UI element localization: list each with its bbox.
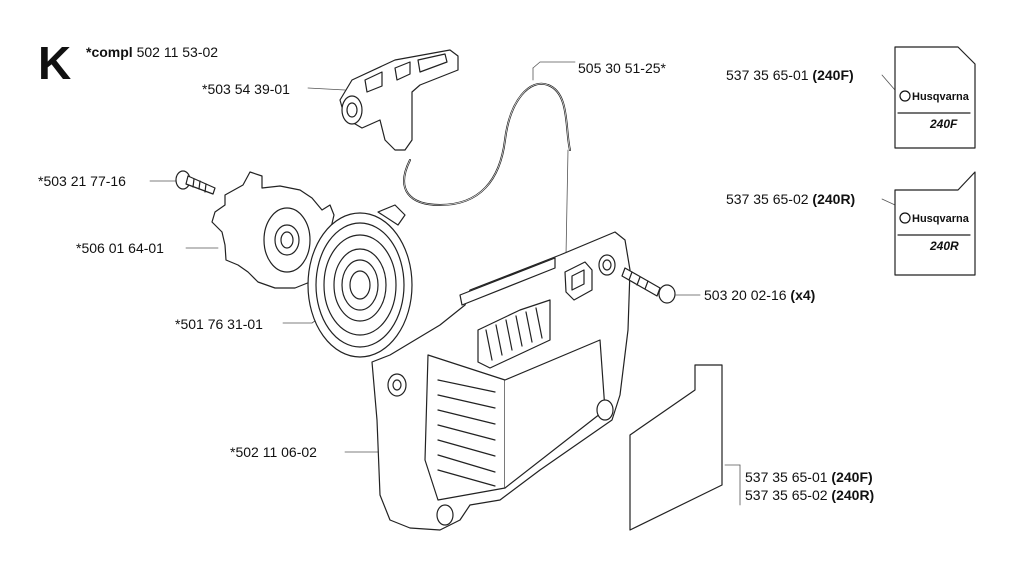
decal-brand-f: Husqvarna (912, 91, 970, 103)
label-decal-r: 537 35 65-02 (240R) (726, 191, 855, 207)
starter-cord (403, 82, 571, 206)
decal-card-240f (894, 46, 976, 149)
label-screw-small: *503 21 77-16 (38, 173, 126, 189)
label-screw-cover: 503 20 02-16 (x4) (704, 287, 815, 303)
label-cord: 505 30 51-25* (578, 60, 666, 76)
section-letter: K (38, 37, 72, 89)
cover-screw (621, 267, 676, 304)
filter-sheet (629, 364, 723, 531)
assembly-prefix: *compl (86, 44, 133, 60)
decal-brand-r: Husqvarna (912, 213, 970, 225)
label-decal-f: 537 35 65-01 (240F) (726, 67, 854, 83)
decal-model-f: 240F (929, 117, 958, 131)
pawl-pulley (211, 171, 335, 289)
label-filter-f: 537 35 65-01 (240F) (745, 469, 873, 485)
decal-r-model: (240R) (812, 191, 856, 207)
decal-r-number: 537 35 65-02 (726, 191, 809, 207)
decal-f-number: 537 35 65-01 (726, 67, 809, 83)
starter-handle (339, 49, 459, 151)
small-screw (175, 170, 216, 195)
starter-cover (371, 231, 631, 531)
screw-cover-number: 503 20 02-16 (704, 287, 787, 303)
husqvarna-logo-icon (899, 90, 911, 224)
assembly-number: 502 11 53-02 (136, 44, 219, 60)
screw-cover-qty: (x4) (790, 287, 816, 303)
filter-r-model: (240R) (831, 487, 875, 503)
decal-f-model: (240F) (812, 67, 854, 83)
assembly-label: *compl 502 11 53-02 (86, 44, 218, 60)
filter-f-model: (240F) (831, 469, 873, 485)
label-pawl-pulley: *506 01 64-01 (76, 240, 164, 256)
decal-card-240r (894, 171, 976, 276)
filter-f-number: 537 35 65-01 (745, 469, 828, 485)
label-handle: *503 54 39-01 (202, 81, 290, 97)
filter-r-number: 537 35 65-02 (745, 487, 828, 503)
label-cover: *502 11 06-02 (230, 444, 317, 460)
label-filter-r: 537 35 65-02 (240R) (745, 487, 874, 503)
decal-model-r: 240R (929, 239, 959, 253)
spring-coil (307, 204, 413, 358)
label-spring: *501 76 31-01 (175, 316, 263, 332)
leader-lines (149, 61, 896, 506)
